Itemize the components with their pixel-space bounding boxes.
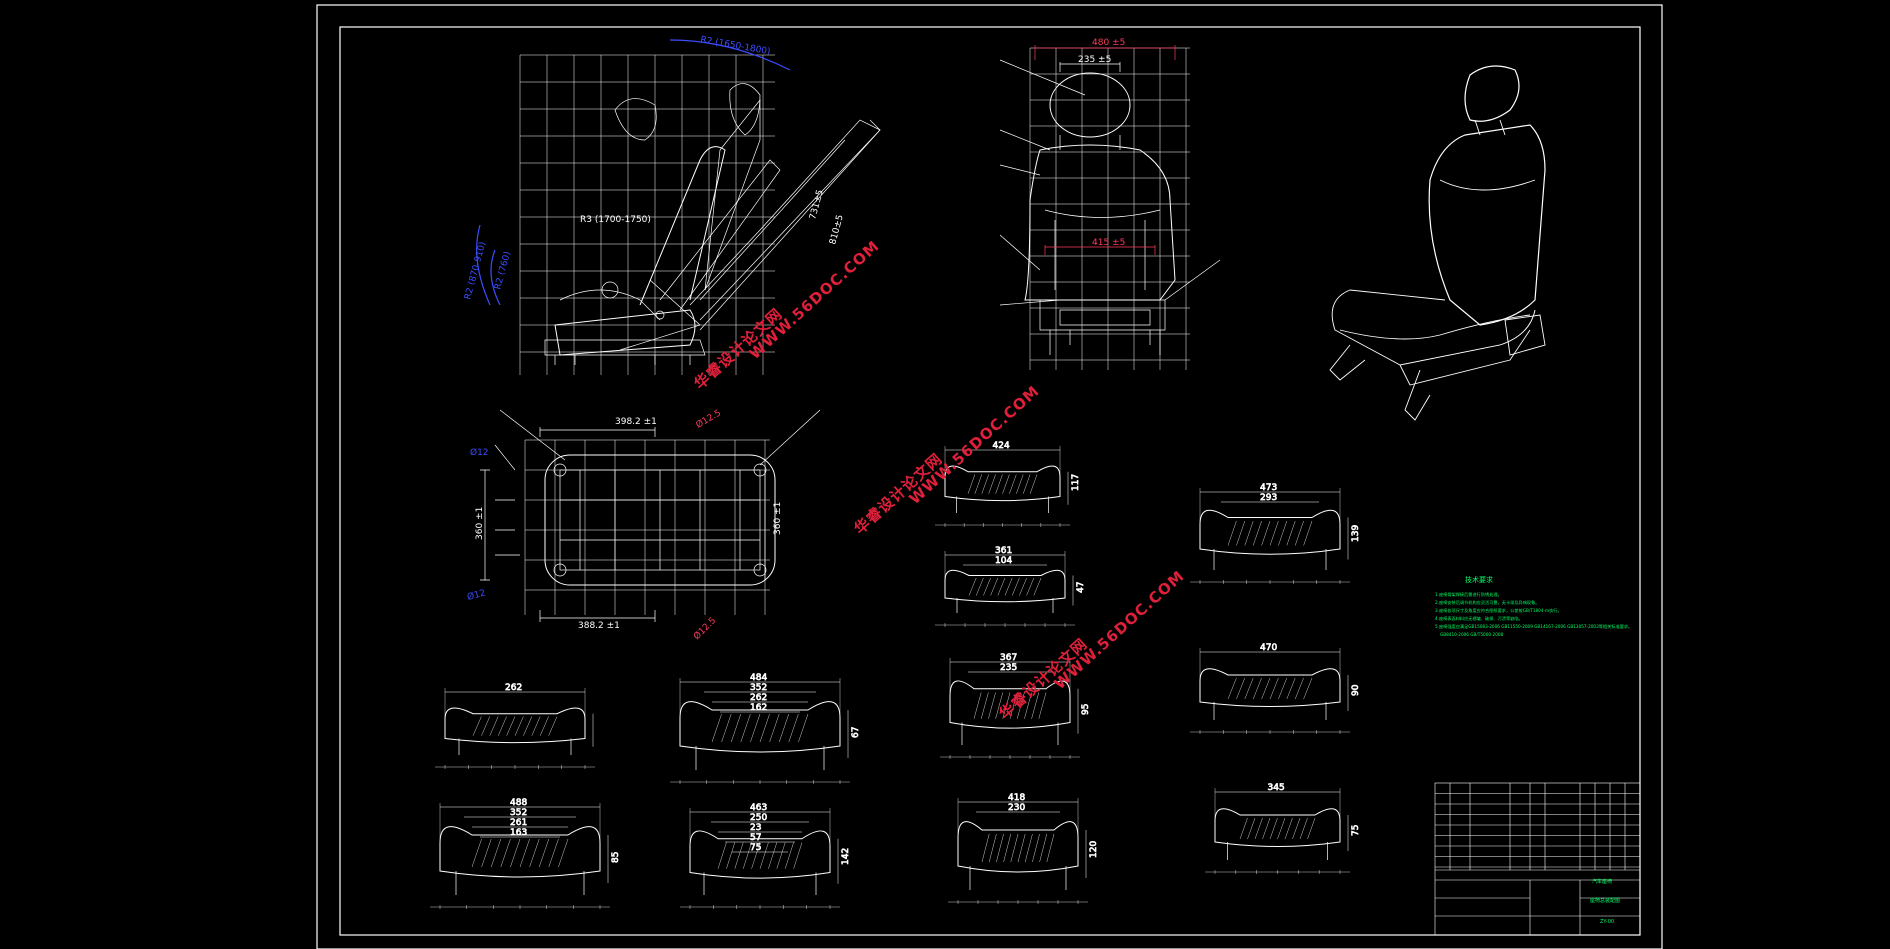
section_2-dim-2: 47: [1076, 582, 1086, 593]
side-dim-r2-small: R2 (760): [493, 250, 513, 290]
sheet-inner-border: [339, 26, 1641, 936]
section_2-width-label: 361: [995, 546, 1012, 556]
top-dim-dia-2: Ø12.5: [691, 615, 718, 642]
sheet-outer-border: [316, 4, 1663, 949]
notes-title: 技术要求: [1465, 575, 1493, 584]
section_10-dim-1: 352: [510, 808, 527, 818]
section_9-dim-3: 162: [750, 703, 767, 713]
section_11-dim-3: 57: [750, 833, 761, 843]
title-block: [1434, 782, 1641, 936]
section_11-dim-5: 142: [841, 848, 851, 865]
front-view-grid: [1029, 47, 1190, 370]
seat-3d-view: [1329, 65, 1546, 421]
side-dim-810: 810±5: [828, 214, 846, 246]
section_5-dim-1: 293: [1260, 493, 1277, 503]
section_11-dim-1: 250: [750, 813, 767, 823]
section_4-width-label: 418: [1008, 793, 1025, 803]
section-section_8: 262: [435, 683, 595, 769]
tb-drawing-name: 座椅总装配图: [1590, 897, 1620, 904]
section_11-dim-4: 75: [750, 843, 761, 853]
section_9-dim-4: 67: [851, 727, 861, 738]
section_4-dim-2: 120: [1089, 841, 1099, 858]
tb-school: 汽车座椅: [1592, 878, 1612, 885]
section_3-dim-1: 235: [1000, 663, 1017, 673]
section_7-width-label: 345: [1268, 783, 1285, 793]
section_9-width-label: 484: [750, 673, 767, 683]
section_10-width-label: 488: [510, 798, 527, 808]
section_6-width-label: 470: [1260, 643, 1277, 653]
top-dim-398: 398.2 ±1: [615, 417, 657, 427]
watermark-url-1: WWW.56DOC.COM: [746, 237, 883, 363]
top-dim-388: 388.2 ±1: [578, 621, 620, 631]
top-dim-dia-3: Ø12: [470, 447, 489, 458]
section_5-width-label: 473: [1260, 483, 1277, 493]
top-dim-dia-4: Ø12: [466, 587, 487, 602]
section_10-dim-2: 261: [510, 818, 527, 828]
section_4-dim-1: 230: [1008, 803, 1025, 813]
section_10-dim-3: 163: [510, 828, 527, 838]
front-view: [999, 45, 1221, 370]
top-dim-360-left: 360 ±1: [475, 507, 485, 540]
notes-line-3: 3.座椅各项尺寸及角度应符合图纸要求，公差按GB/T1804-m执行。: [1435, 607, 1562, 614]
section-section_6: 470 90: [1190, 643, 1361, 734]
section_3-width-label: 367: [1000, 653, 1017, 663]
section_1-height-label: 117: [1071, 474, 1081, 491]
section_9-dim-1: 352: [750, 683, 767, 693]
side-dim-r2-top: R2 (1650-1800): [699, 35, 771, 57]
section_3-dim-2: 95: [1081, 704, 1091, 715]
watermark-url-3: WWW.56DOC.COM: [1051, 567, 1188, 693]
section_11-dim-2: 23: [750, 823, 761, 833]
notes-line-2: 2.座椅安装后调节机构应灵活可靠，无卡滞及异响现象。: [1435, 599, 1540, 606]
section-section_1: 424 117: [935, 441, 1081, 527]
section_10-dim-4: 85: [611, 852, 621, 863]
technical-notes: 技术要求 1.座椅骨架焊接后需进行防锈处理。 2.座椅安装后调节机构应灵活可靠，…: [1435, 575, 1632, 637]
side-view-grid: [519, 54, 775, 375]
section_2-dim-1: 104: [995, 556, 1012, 566]
front-dim-235: 235 ±5: [1078, 55, 1111, 65]
notes-line-1: 1.座椅骨架焊接后需进行防锈处理。: [1435, 591, 1502, 598]
section_1-width-label: 424: [993, 441, 1010, 451]
side-dim-731: 731±5: [808, 189, 826, 221]
notes-line-4: 4.座椅表面材料应无褶皱、破损、污渍等缺陷。: [1435, 615, 1523, 622]
section_8-width-label: 262: [505, 683, 522, 693]
notes-line-5: 5.座椅强度应满足GB15083-2006 GB11550-2009 GB141…: [1435, 623, 1632, 630]
section_11-width-label: 463: [750, 803, 767, 813]
section-section_7: 345 75: [1205, 783, 1361, 874]
section_6-height-label: 90: [1351, 684, 1361, 696]
section_5-dim-2: 139: [1351, 525, 1361, 542]
top-view: [480, 409, 821, 622]
side-view: [476, 39, 881, 375]
section_9-dim-2: 262: [750, 693, 767, 703]
tb-number: ZY-00: [1600, 919, 1614, 925]
front-dim-480: 480 ±5: [1092, 38, 1125, 48]
section_7-height-label: 75: [1351, 825, 1361, 836]
top-dim-dia-1: Ø12.5: [694, 408, 723, 431]
side-dim-r3: R3 (1700-1750): [580, 215, 651, 225]
front-dim-415: 415 ±5: [1092, 238, 1125, 248]
watermark-url-2: WWW.56DOC.COM: [906, 382, 1043, 508]
notes-line-6: GB8410-2006 GB/T5000-2008: [1440, 632, 1504, 637]
top-dim-360-right: 360 ±1: [773, 502, 783, 535]
top-view-grid: [524, 439, 770, 615]
